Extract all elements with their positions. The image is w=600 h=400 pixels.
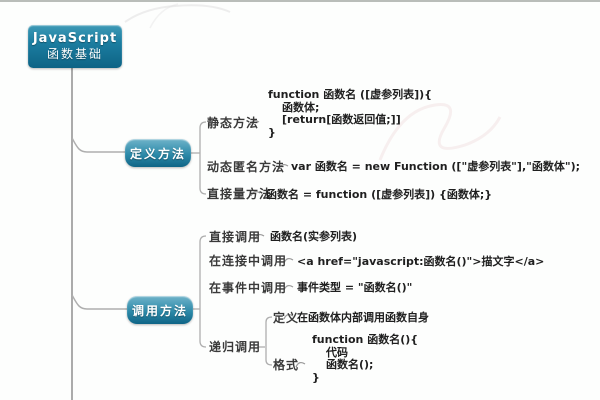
root-node[interactable]: JavaScript 函数基础 — [28, 25, 122, 68]
event-call-code: 事件类型 = "函数名()" — [297, 281, 413, 294]
root-subtitle: 函数基础 — [46, 47, 103, 62]
recursive-call-label[interactable]: 递归调用 — [209, 340, 262, 354]
direct-call-label[interactable]: 直接调用 — [209, 230, 262, 244]
static-method-label[interactable]: 静态方法 — [207, 116, 260, 130]
code-line: function 函数名 ([虚参列表]){ — [268, 88, 432, 101]
direct-call-code: 函数名(实参列表) — [270, 230, 358, 243]
static-method-code: function 函数名 ([虚参列表]){ 函数体; [return[函数返回… — [268, 88, 432, 139]
code-line: } — [312, 370, 320, 384]
link-call-code: <a href="javascript:函数名()">描文字</a> — [297, 255, 545, 268]
recursive-definition-label[interactable]: 定义 — [273, 311, 300, 325]
literal-method-label[interactable]: 直接量方法 — [207, 187, 273, 201]
recursive-definition-text: 在函数体内部调用函数自身 — [297, 311, 429, 324]
code-line: [return[函数返回值;]] — [282, 113, 401, 127]
link-call-label[interactable]: 在连接中调用 — [209, 254, 288, 268]
literal-method-code: 函数名 = function ([虚参列表]) {函数体;} — [266, 188, 493, 201]
code-line: } — [268, 125, 276, 139]
code-line: 代码 — [326, 345, 348, 359]
code-line: function 函数名(){ — [312, 333, 419, 346]
top-border — [0, 0, 600, 2]
define-methods-node[interactable]: 定义方法 — [125, 139, 191, 167]
invoke-methods-node[interactable]: 调用方法 — [127, 296, 193, 324]
event-call-label[interactable]: 在事件中调用 — [209, 281, 288, 295]
code-line: 函数名(); — [326, 358, 374, 372]
code-line: 函数体; — [282, 100, 320, 114]
recursive-format-code: function 函数名(){ 代码 函数名(); } — [312, 333, 419, 384]
recursive-format-label[interactable]: 格式 — [273, 358, 300, 372]
root-title: JavaScript — [32, 30, 118, 46]
dynamic-method-code: var 函数名 = new Function (["虚参列表"],"函数体"); — [291, 160, 581, 173]
dynamic-anonymous-method-label[interactable]: 动态匿名方法 — [207, 160, 286, 174]
